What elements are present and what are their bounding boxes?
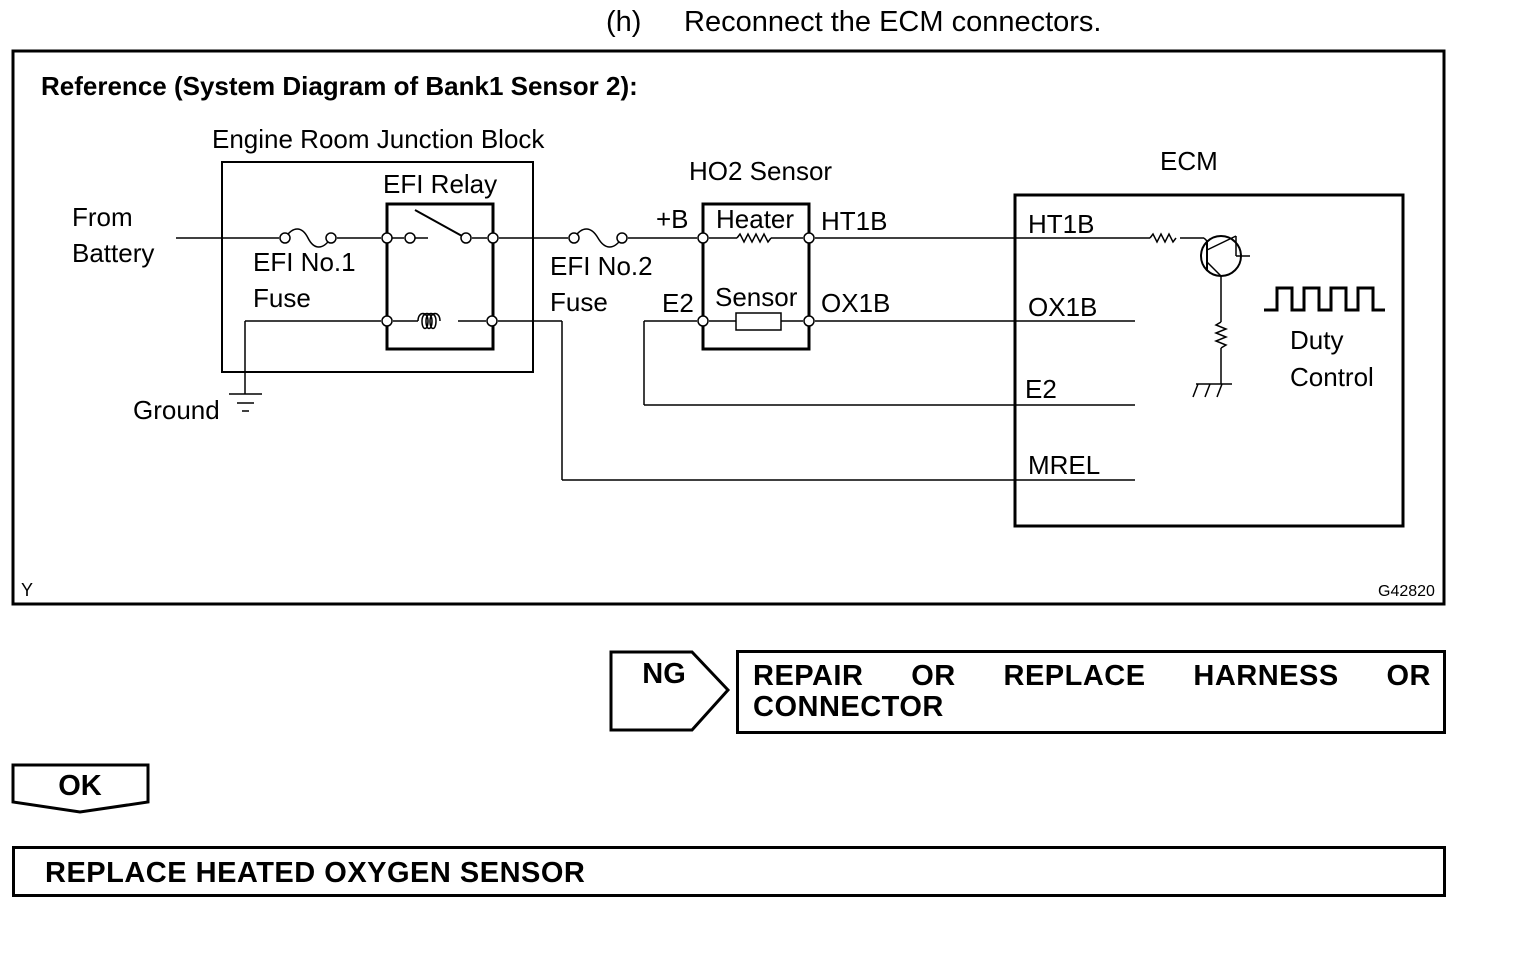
final-action-box: REPLACE HEATED OXYGEN SENSOR — [12, 846, 1446, 897]
ng-label: NG — [642, 658, 686, 690]
ground-symbol — [229, 393, 262, 412]
step-instruction: (h) Reconnect the ECM connectors. — [606, 6, 1101, 39]
efi-no1-fuse — [284, 228, 332, 248]
relay-switch-arm — [414, 209, 463, 237]
ox1b-left-label: OX1B — [821, 288, 890, 318]
step-text: Reconnect the ECM connectors. — [684, 6, 1102, 38]
plus-b-label: +B — [656, 204, 689, 234]
heater-resistor — [736, 232, 772, 244]
ok-label: OK — [58, 770, 102, 802]
efi-no2-label-2: Fuse — [550, 287, 608, 317]
ng-result-box: REPAIR OR REPLACE HARNESS OR CONNECTOR — [736, 650, 1446, 734]
sensor-element — [735, 312, 782, 331]
corner-label-y: Y — [21, 580, 33, 600]
efi-no2-label-1: EFI No.2 — [550, 251, 653, 281]
ground-label: Ground — [133, 395, 220, 425]
wires — [176, 237, 1204, 481]
diagram-title: Reference (System Diagram of Bank1 Senso… — [41, 71, 638, 101]
ht1b-left-label: HT1B — [821, 206, 887, 236]
efi-relay-label: EFI Relay — [383, 169, 497, 199]
ng-arrow-box — [609, 650, 731, 732]
sensor-label: Sensor — [715, 282, 798, 312]
duty-control-label-1: Duty — [1290, 325, 1343, 355]
ho2-sensor — [701, 202, 811, 351]
ecm-ground-symbol — [1192, 383, 1232, 398]
from-battery-label-1: From — [72, 202, 133, 232]
heater-label: Heater — [716, 204, 794, 234]
efi-no1-label-1: EFI No.1 — [253, 247, 356, 277]
ecm-pulldown-resistor — [1213, 321, 1229, 349]
junction-block — [221, 161, 534, 373]
ecm-box — [1013, 193, 1405, 528]
ecm-label: ECM — [1160, 146, 1218, 176]
ecm-ht1b-label: HT1B — [1028, 209, 1094, 239]
ho2-sensor-label: HO2 Sensor — [689, 156, 832, 186]
ecm-mrel-label: MREL — [1028, 450, 1100, 480]
efi-relay — [385, 202, 495, 351]
duty-waveform — [1264, 286, 1385, 312]
ecm-ox1b-label: OX1B — [1028, 292, 1097, 322]
duty-control-label-2: Control — [1290, 362, 1374, 392]
step-letter: (h) — [606, 6, 642, 38]
efi-no1-label-2: Fuse — [253, 283, 311, 313]
junction-block-label: Engine Room Junction Block — [212, 124, 545, 154]
ecm-base-resistor — [1149, 232, 1177, 244]
efi-no2-fuse — [573, 228, 623, 248]
figure-id: G42820 — [1378, 583, 1435, 600]
ok-arrow-box — [11, 763, 150, 814]
ecm-e2-label: E2 — [1025, 374, 1057, 404]
from-battery-label-2: Battery — [72, 238, 154, 268]
relay-coil — [417, 312, 441, 330]
e2-left-label: E2 — [662, 288, 694, 318]
diagram-frame — [11, 49, 1446, 606]
relay-terminal — [381, 232, 393, 244]
